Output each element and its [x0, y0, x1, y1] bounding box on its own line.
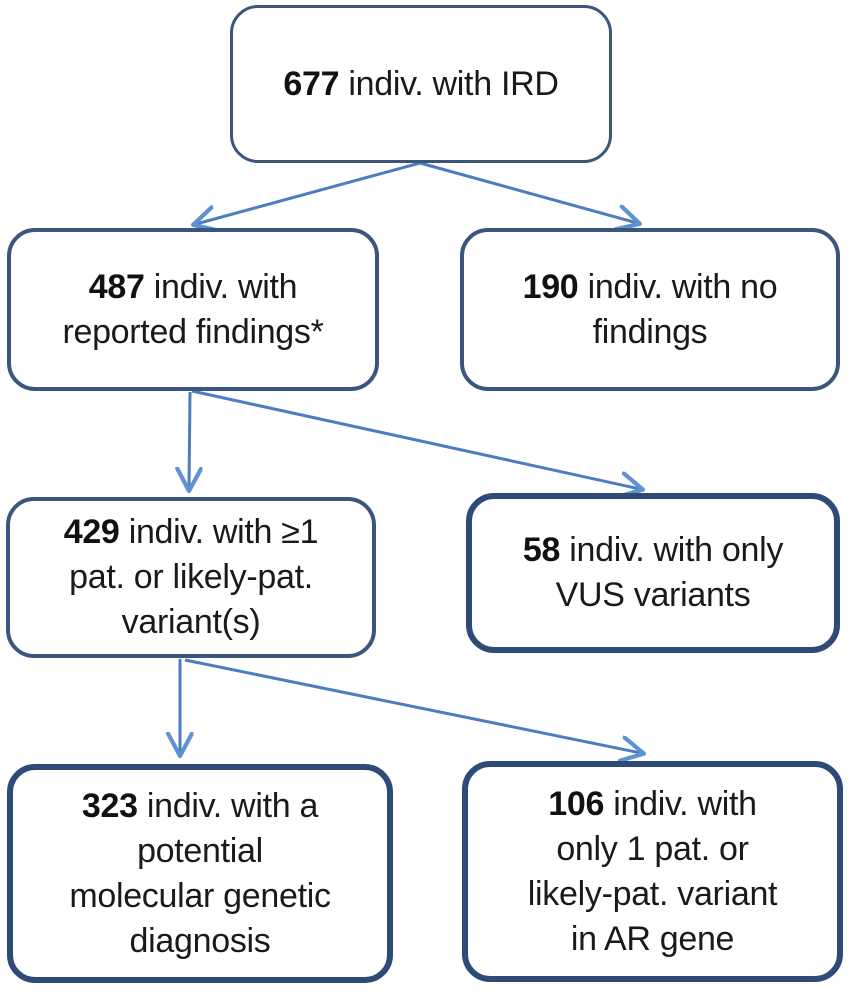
node-line: variant(s) [121, 603, 261, 641]
node-count: 323 [81, 786, 138, 825]
node-text: 429 indiv. with ≥1 pat. or likely-pat. v… [10, 510, 372, 645]
node-line: likely-pat. variant [527, 874, 778, 913]
node-label: indiv. with [604, 784, 757, 823]
node-text: 58 indiv. with only VUS variants [472, 528, 834, 618]
node-line: findings [592, 312, 708, 351]
node-text: 323 indiv. with a potential molecular ge… [13, 784, 387, 964]
node-line: 323 indiv. with a [21, 784, 379, 829]
arrow-487-to-429 [189, 391, 190, 488]
node-line: 106 indiv. with [476, 782, 829, 827]
node-line: 190 indiv. with no [472, 265, 828, 310]
flow-node-pat-variant: 429 indiv. with ≥1 pat. or likely-pat. v… [6, 497, 376, 658]
node-line: in AR gene [570, 919, 735, 958]
flow-node-molecular-diagnosis: 323 indiv. with a potential molecular ge… [7, 764, 393, 983]
node-count: 677 [283, 64, 340, 103]
node-line: molecular genetic [69, 876, 331, 915]
node-line: pat. or likely-pat. [69, 558, 313, 596]
node-label: indiv. with no [578, 267, 778, 306]
flow-node-vus-only: 58 indiv. with only VUS variants [466, 493, 840, 653]
node-text: 106 indiv. with only 1 pat. or likely-pa… [468, 782, 837, 962]
node-count: 487 [88, 267, 145, 306]
node-line: 487 indiv. with [19, 265, 367, 310]
node-line: VUS variants [555, 576, 751, 614]
arrow-677-to-190 [419, 161, 637, 223]
node-line: only 1 pat. or [556, 829, 749, 868]
node-label: indiv. with ≥1 [119, 513, 319, 551]
node-count: 429 [63, 513, 120, 551]
node-line: diagnosis [129, 921, 271, 960]
flow-node-no-findings: 190 indiv. with no findings [460, 228, 840, 391]
node-label: indiv. with IRD [339, 64, 559, 103]
node-count: 190 [522, 267, 579, 306]
arrow-429-to-106 [184, 658, 641, 753]
flow-node-ird-total: 677 indiv. with IRD [230, 5, 612, 163]
node-label: indiv. with only [560, 531, 784, 569]
node-line: potential [137, 831, 263, 870]
node-count: 106 [548, 784, 605, 823]
node-line: 677 indiv. with IRD [241, 62, 601, 107]
node-label: indiv. with [144, 267, 298, 306]
arrow-677-to-487 [196, 161, 421, 224]
node-label: indiv. with a [137, 786, 319, 825]
node-text: 677 indiv. with IRD [233, 62, 609, 107]
node-line: 429 indiv. with ≥1 [18, 510, 364, 555]
node-line: 58 indiv. with only [480, 528, 826, 573]
node-text: 190 indiv. with no findings [464, 265, 836, 355]
flow-node-ar-single: 106 indiv. with only 1 pat. or likely-pa… [462, 761, 843, 982]
node-line: reported findings* [62, 312, 324, 351]
arrow-487-to-58 [191, 389, 640, 489]
flow-node-reported-findings: 487 indiv. with reported findings* [7, 228, 379, 391]
node-count: 58 [522, 531, 561, 569]
node-text: 487 indiv. with reported findings* [11, 265, 375, 355]
